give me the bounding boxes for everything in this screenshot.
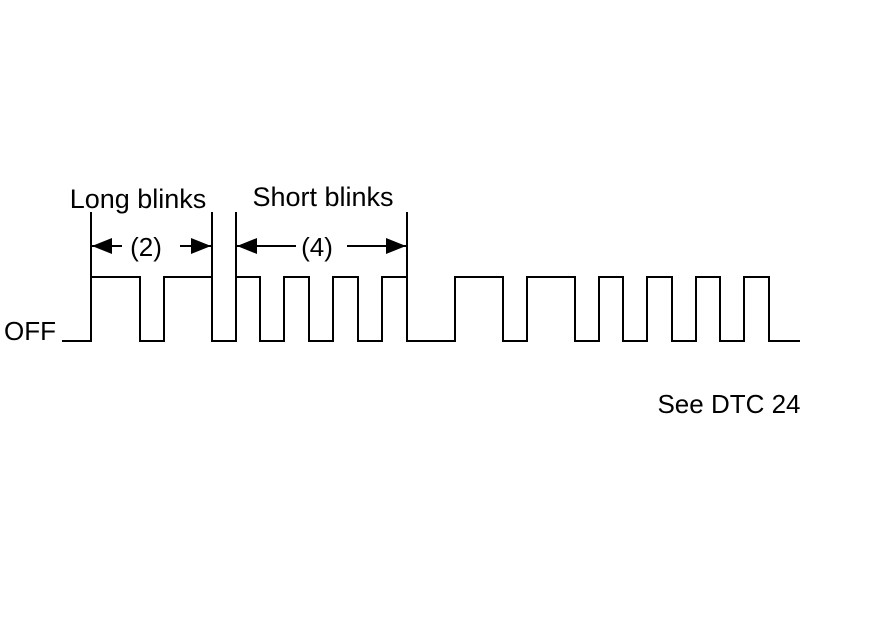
short-blinks-label: Short blinks xyxy=(252,182,393,212)
short-blinks-count: (4) xyxy=(301,232,333,262)
extension-lines xyxy=(90,212,408,280)
long-blinks-label: Long blinks xyxy=(70,184,207,214)
off-label: OFF xyxy=(4,316,56,346)
long-blinks-count: (2) xyxy=(130,232,162,262)
dtc-caption: See DTC 24 xyxy=(657,389,800,419)
blink-waveform xyxy=(62,276,800,342)
